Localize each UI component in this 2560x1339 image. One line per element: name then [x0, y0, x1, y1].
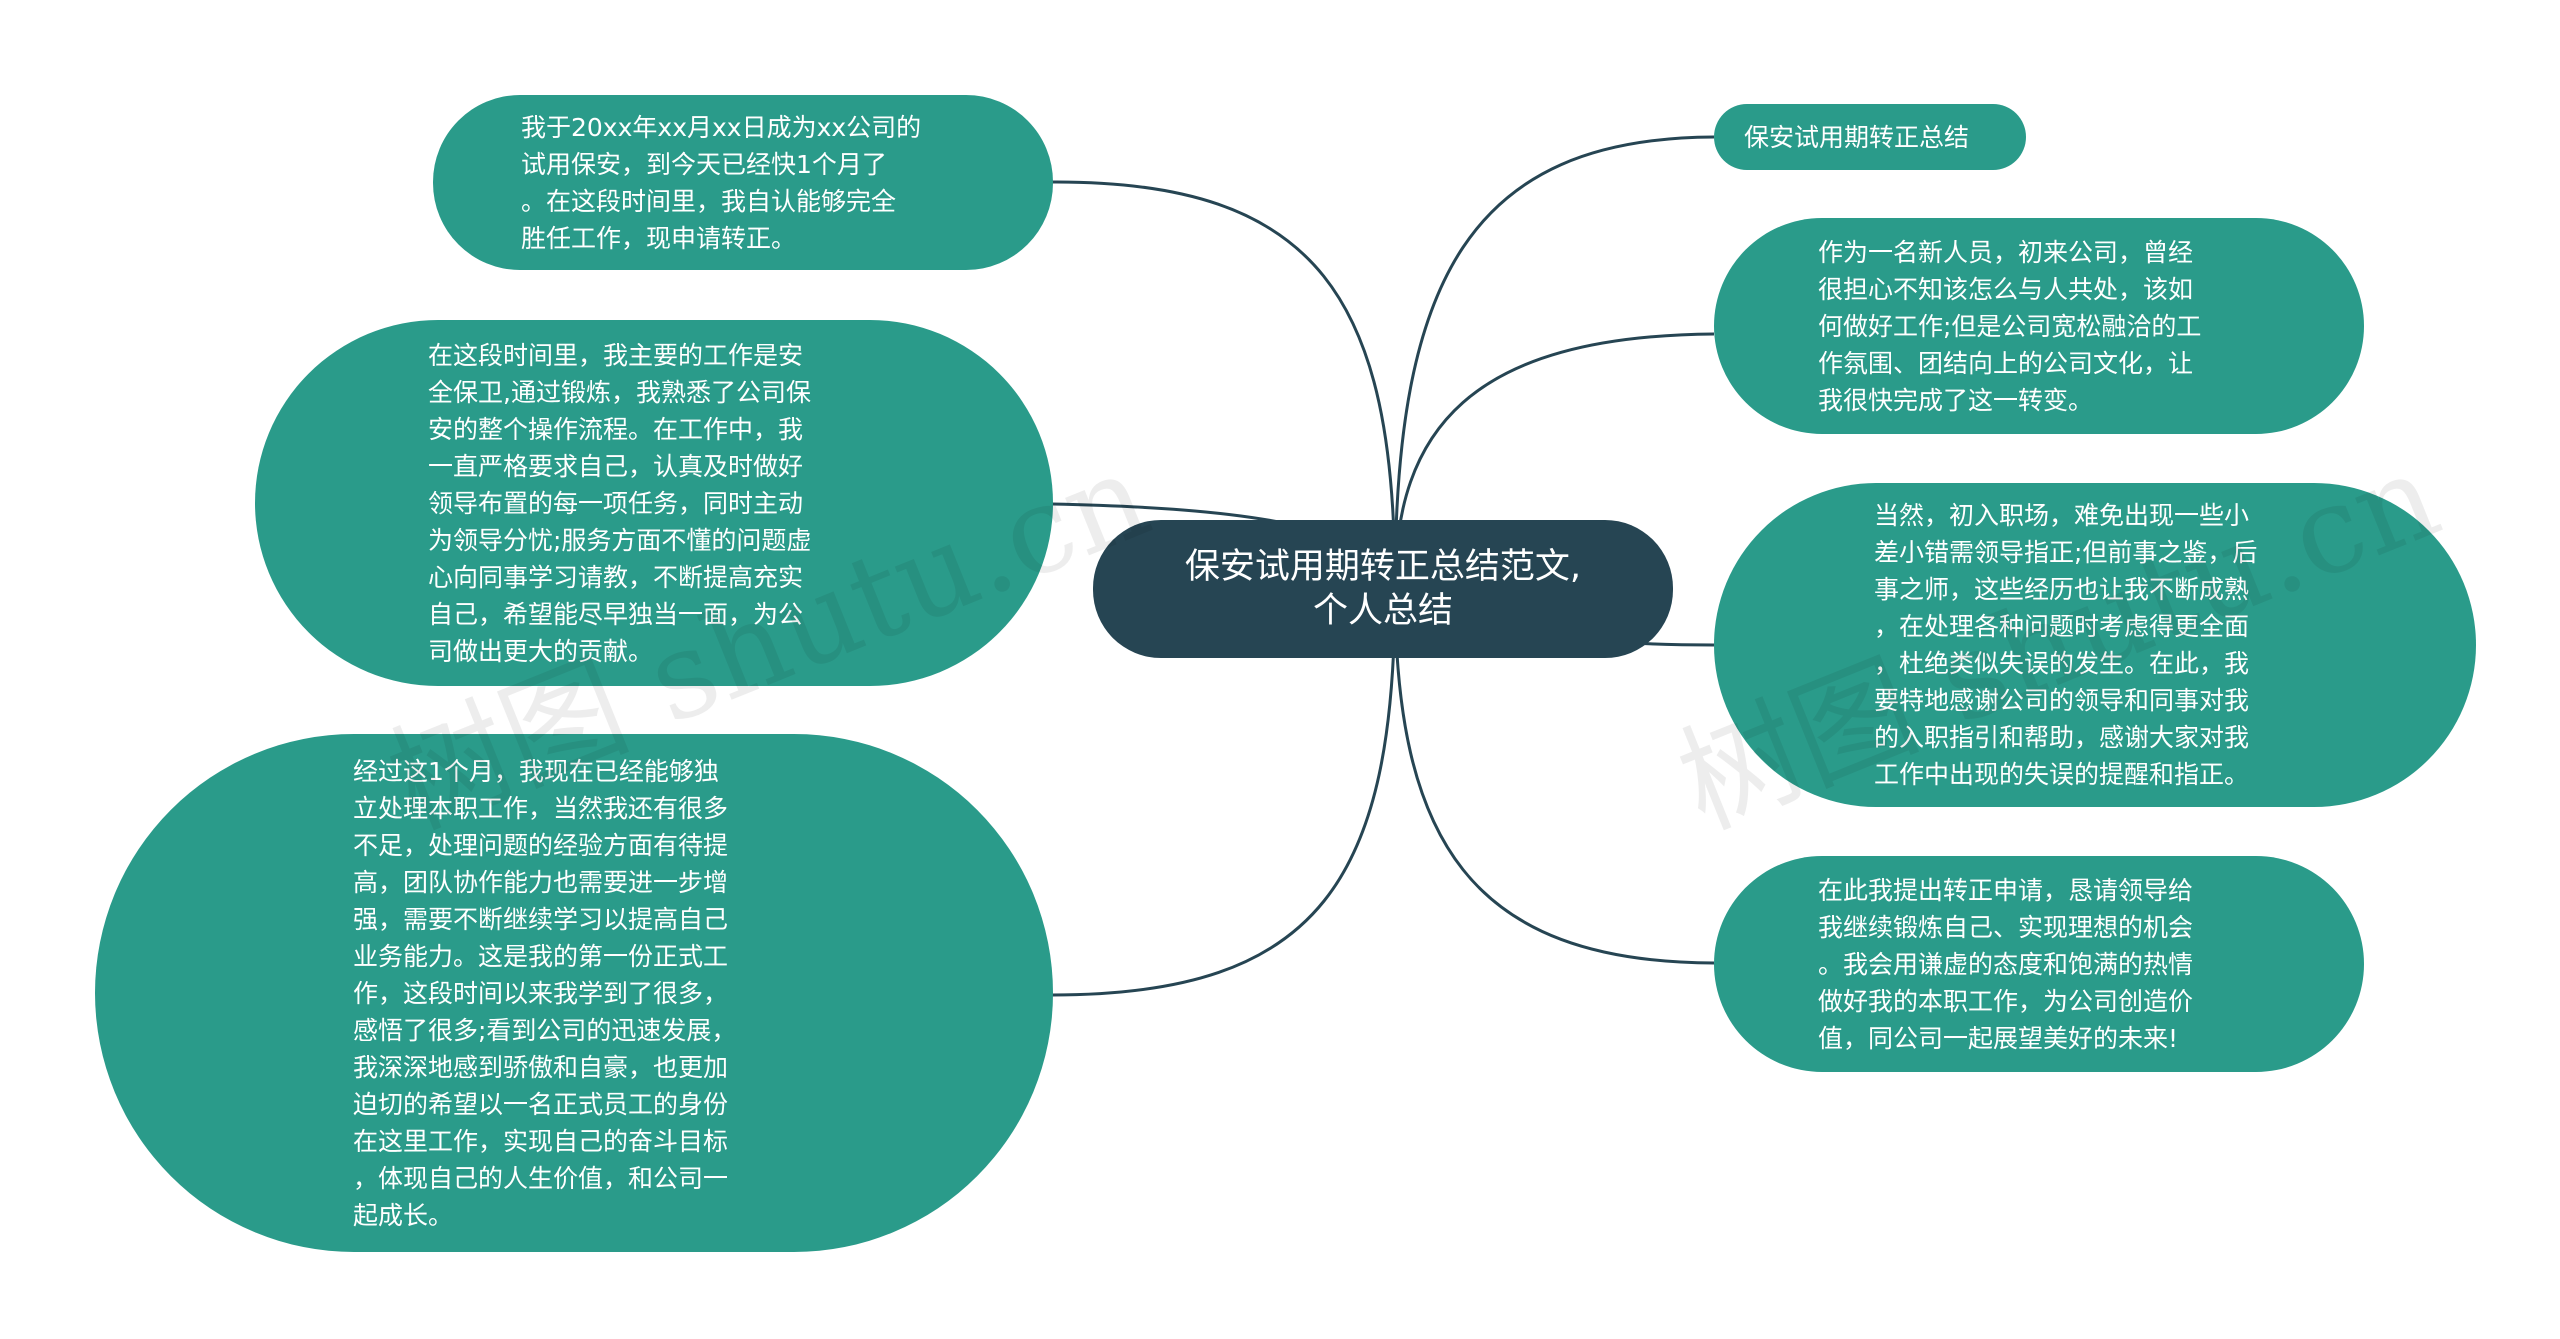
left-node-2[interactable]: 在这段时间里，我主要的工作是安 全保卫,通过锻炼，我熟悉了公司保 安的整个操作流… [255, 320, 1053, 686]
right-node-4[interactable]: 在此我提出转正申请，恳请领导给 我继续锻炼自己、实现理想的机会 。我会用谦虚的态… [1714, 856, 2364, 1072]
right-node-1-text: 保安试用期转正总结 [1744, 122, 1970, 152]
connector-left-3 [1051, 587, 1397, 997]
central-topic[interactable]: 保安试用期转正总结范文, 个人总结 [1093, 520, 1673, 658]
right-node-2-text: 作为一名新人员，初来公司，曾经 很担心不知该怎么与人共处，该如 何做好工作;但是… [1818, 237, 2202, 415]
central-topic-text: 保安试用期转正总结范文, 个人总结 [1184, 547, 1582, 631]
left-node-3-text: 经过这1个月，我现在已经能够独 立处理本职工作，当然我还有很多 不足，处理问题的… [353, 756, 737, 1230]
left-node-3[interactable]: 经过这1个月，我现在已经能够独 立处理本职工作，当然我还有很多 不足，处理问题的… [95, 734, 1053, 1252]
right-node-3[interactable]: 当然，初入职场，难免出现一些小 差小错需领导指正;但前事之鉴，后 事之师，这些经… [1714, 483, 2476, 807]
right-node-1[interactable]: 保安试用期转正总结 [1714, 104, 2026, 170]
connector-right-1 [1393, 135, 1715, 589]
connector-left-1 [1049, 180, 1397, 589]
right-node-3-text: 当然，初入职场，难免出现一些小 差小错需领导指正;但前事之鉴，后 事之师，这些经… [1874, 501, 2258, 789]
left-node-1-text: 我于20xx年xx月xx日成为xx公司的 试用保安，到今天已经快1个月了 。在这… [521, 112, 922, 253]
right-node-2[interactable]: 作为一名新人员，初来公司，曾经 很担心不知该怎么与人共处，该如 何做好工作;但是… [1714, 218, 2364, 434]
right-node-4-text: 在此我提出转正申请，恳请领导给 我继续锻炼自己、实现理想的机会 。我会用谦虚的态… [1818, 875, 2194, 1053]
left-node-1[interactable]: 我于20xx年xx月xx日成为xx公司的 试用保安，到今天已经快1个月了 。在这… [433, 95, 1053, 270]
connector-right-4 [1393, 587, 1715, 965]
left-node-2-text: 在这段时间里，我主要的工作是安 全保卫,通过锻炼，我熟悉了公司保 安的整个操作流… [428, 340, 812, 666]
